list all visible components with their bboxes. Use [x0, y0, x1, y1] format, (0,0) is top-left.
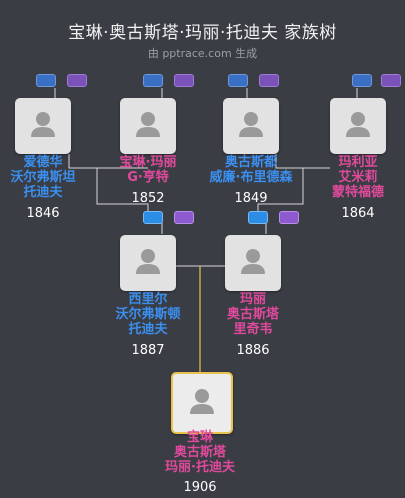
person-card-p3[interactable]: 奥古斯都 威廉·布里德森 1849: [195, 98, 307, 228]
name-line: 爱德华: [23, 155, 63, 170]
person-photo[interactable]: [15, 98, 71, 154]
person-photo[interactable]: [223, 98, 279, 154]
name-line: 玛丽·托迪夫: [165, 460, 235, 475]
expand-father-toggle[interactable]: [248, 211, 268, 224]
name-line: 奥古斯塔: [226, 307, 279, 322]
person-name: 宝琳 奥古斯塔 玛丽·托迪夫: [144, 430, 256, 475]
name-line: 宝琳·玛丽: [119, 155, 177, 170]
expand-father-toggle[interactable]: [143, 211, 163, 224]
name-line: 玛丽: [239, 292, 266, 307]
birth-year: 1887: [131, 343, 165, 358]
name-line: 奥古斯都: [224, 155, 277, 170]
expand-mother-toggle[interactable]: [279, 211, 299, 224]
page-subtitle: 由 pptrace.com 生成: [147, 47, 258, 60]
person-name: 西里尔 沃尔弗斯顿 托迪夫: [92, 292, 204, 337]
person-silhouette-icon: [241, 249, 265, 274]
birth-year: 1849: [234, 191, 268, 206]
person-name: 奥古斯都 威廉·布里德森: [195, 155, 307, 185]
expand-mother-toggle[interactable]: [381, 74, 401, 87]
expand-mother-toggle[interactable]: [174, 211, 194, 224]
expand-mother-toggle[interactable]: [174, 74, 194, 87]
expand-father-toggle[interactable]: [143, 74, 163, 87]
person-name: 爱德华 沃尔弗斯坦 托迪夫: [0, 155, 99, 200]
name-line: 里奇韦: [233, 322, 273, 337]
person-photo-focus[interactable]: [171, 372, 233, 434]
person-card-p5[interactable]: 西里尔 沃尔弗斯顿 托迪夫 1887: [92, 235, 204, 365]
birth-year: 1846: [26, 206, 60, 221]
name-line: 奥古斯塔: [173, 445, 226, 460]
person-silhouette-icon: [136, 249, 160, 274]
name-line: 托迪夫: [128, 322, 168, 337]
person-card-p2[interactable]: 宝琳·玛丽 G·亨特 1852: [92, 98, 204, 228]
birth-year: 1906: [183, 480, 217, 495]
birth-year: 1852: [131, 191, 165, 206]
expand-father-toggle[interactable]: [36, 74, 56, 87]
person-photo[interactable]: [120, 235, 176, 291]
name-line: 托迪夫: [23, 185, 63, 200]
birth-year: 1864: [341, 206, 375, 221]
name-line: 宝琳: [186, 430, 213, 445]
person-name: 玛利亚 艾米莉 蒙特福德: [302, 155, 405, 200]
person-card-p4[interactable]: 玛利亚 艾米莉 蒙特福德 1864: [302, 98, 405, 228]
person-card-p1[interactable]: 爱德华 沃尔弗斯坦 托迪夫 1846: [0, 98, 99, 228]
person-silhouette-icon: [346, 112, 370, 137]
person-card-p6[interactable]: 玛丽 奥古斯塔 里奇韦 1886: [197, 235, 309, 365]
name-line: G·亨特: [127, 170, 169, 185]
expand-mother-toggle[interactable]: [259, 74, 279, 87]
name-line: 艾米莉: [338, 170, 378, 185]
expand-father-toggle[interactable]: [228, 74, 248, 87]
name-line: 威廉·布里德森: [209, 170, 293, 185]
person-silhouette-icon: [136, 112, 160, 137]
person-card-p7[interactable]: 宝琳 奥古斯塔 玛丽·托迪夫 1906: [144, 372, 256, 498]
expand-father-toggle[interactable]: [352, 74, 372, 87]
name-line: 蒙特福德: [331, 185, 384, 200]
expand-mother-toggle[interactable]: [67, 74, 87, 87]
person-name: 玛丽 奥古斯塔 里奇韦: [197, 292, 309, 337]
name-line: 沃尔弗斯坦: [10, 170, 76, 185]
person-name: 宝琳·玛丽 G·亨特: [92, 155, 204, 185]
person-silhouette-icon: [31, 112, 55, 137]
name-line: 沃尔弗斯顿: [115, 307, 181, 322]
name-line: 玛利亚: [338, 155, 378, 170]
birth-year: 1886: [236, 343, 270, 358]
page-title: 宝琳·奥古斯塔·玛丽·托迪夫 家族树: [68, 23, 337, 43]
person-silhouette-icon: [239, 112, 263, 137]
name-line: 西里尔: [128, 292, 168, 307]
person-photo[interactable]: [120, 98, 176, 154]
person-silhouette-icon: [190, 389, 214, 414]
person-photo[interactable]: [330, 98, 386, 154]
person-photo[interactable]: [225, 235, 281, 291]
